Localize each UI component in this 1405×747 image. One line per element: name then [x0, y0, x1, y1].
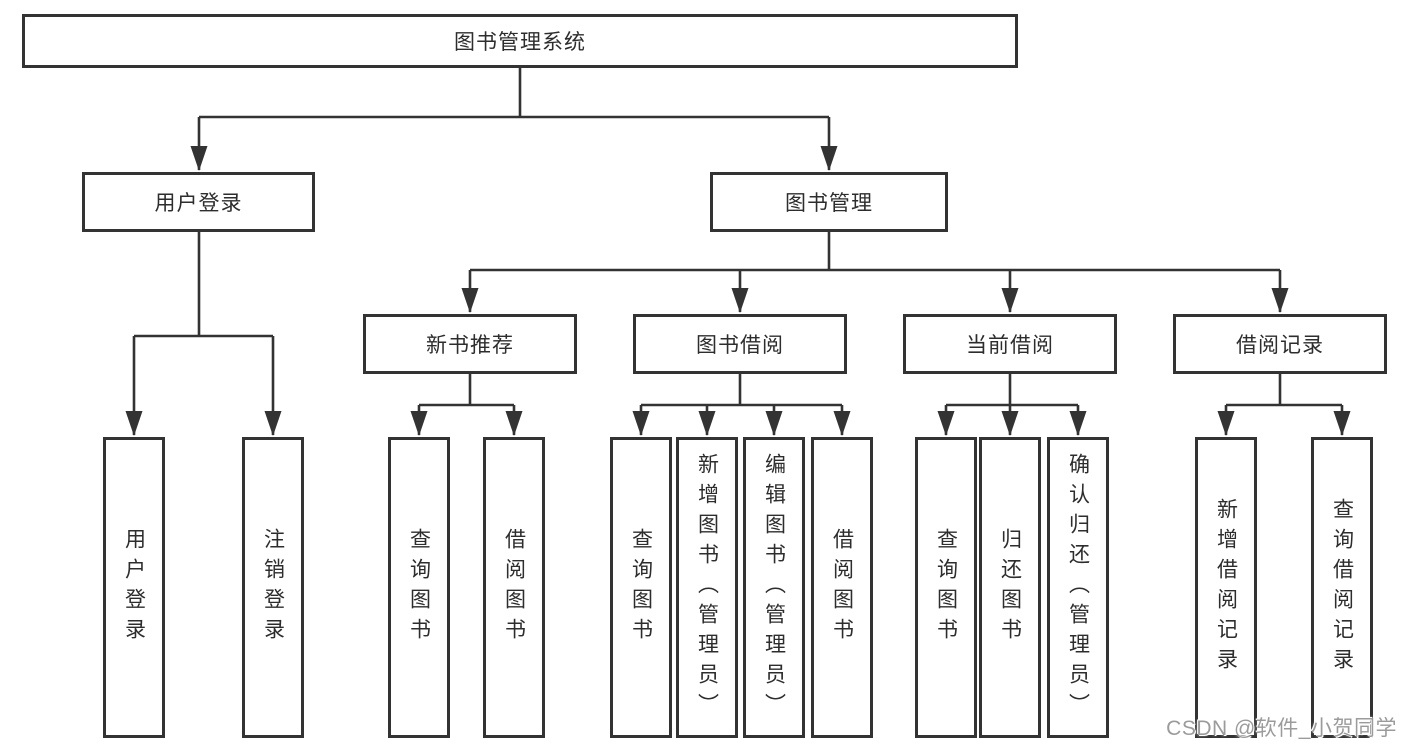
- node-root: 图书管理系统: [22, 14, 1018, 68]
- leaf-query-books-borrowing-label: 查询图书: [629, 527, 653, 648]
- leaf-edit-book-admin-label: 编辑图书（管理员）: [762, 452, 786, 723]
- leaf-logout: 注销登录: [242, 437, 304, 738]
- watermark: CSDN @软件_小贺同学: [1166, 717, 1397, 740]
- leaf-user-login: 用户登录: [103, 437, 165, 738]
- leaf-return-books-label: 归还图书: [998, 527, 1022, 648]
- leaf-add-borrow-record-label: 新增借阅记录: [1214, 497, 1238, 678]
- leaf-query-books-recommend: 查询图书: [388, 437, 450, 738]
- leaf-logout-label: 注销登录: [261, 527, 285, 648]
- leaf-add-borrow-record: 新增借阅记录: [1195, 437, 1257, 738]
- node-new-book-recommend: 新书推荐: [363, 314, 577, 374]
- leaf-query-borrow-record: 查询借阅记录: [1311, 437, 1373, 738]
- node-book-management: 图书管理: [710, 172, 948, 232]
- leaf-confirm-return-admin-label: 确认归还（管理员）: [1066, 452, 1090, 723]
- leaf-add-book-admin: 新增图书（管理员）: [676, 437, 738, 738]
- node-book-borrowing: 图书借阅: [633, 314, 847, 374]
- leaf-query-borrow-record-label: 查询借阅记录: [1330, 497, 1354, 678]
- leaf-add-book-admin-label: 新增图书（管理员）: [695, 452, 719, 723]
- leaf-edit-book-admin: 编辑图书（管理员）: [743, 437, 805, 738]
- leaf-return-books: 归还图书: [979, 437, 1041, 738]
- node-user-login: 用户登录: [82, 172, 315, 232]
- leaf-query-books-recommend-label: 查询图书: [407, 527, 431, 648]
- leaf-borrow-books-recommend: 借阅图书: [483, 437, 545, 738]
- leaf-query-books-current: 查询图书: [915, 437, 977, 738]
- leaf-borrow-books-borrowing-label: 借阅图书: [830, 527, 854, 648]
- leaf-borrow-books-borrowing: 借阅图书: [811, 437, 873, 738]
- node-borrowing-records: 借阅记录: [1173, 314, 1387, 374]
- node-current-borrowing: 当前借阅: [903, 314, 1117, 374]
- leaf-query-books-borrowing: 查询图书: [610, 437, 672, 738]
- leaf-borrow-books-recommend-label: 借阅图书: [502, 527, 526, 648]
- leaf-confirm-return-admin: 确认归还（管理员）: [1047, 437, 1109, 738]
- leaf-user-login-label: 用户登录: [122, 527, 146, 648]
- leaf-query-books-current-label: 查询图书: [934, 527, 958, 648]
